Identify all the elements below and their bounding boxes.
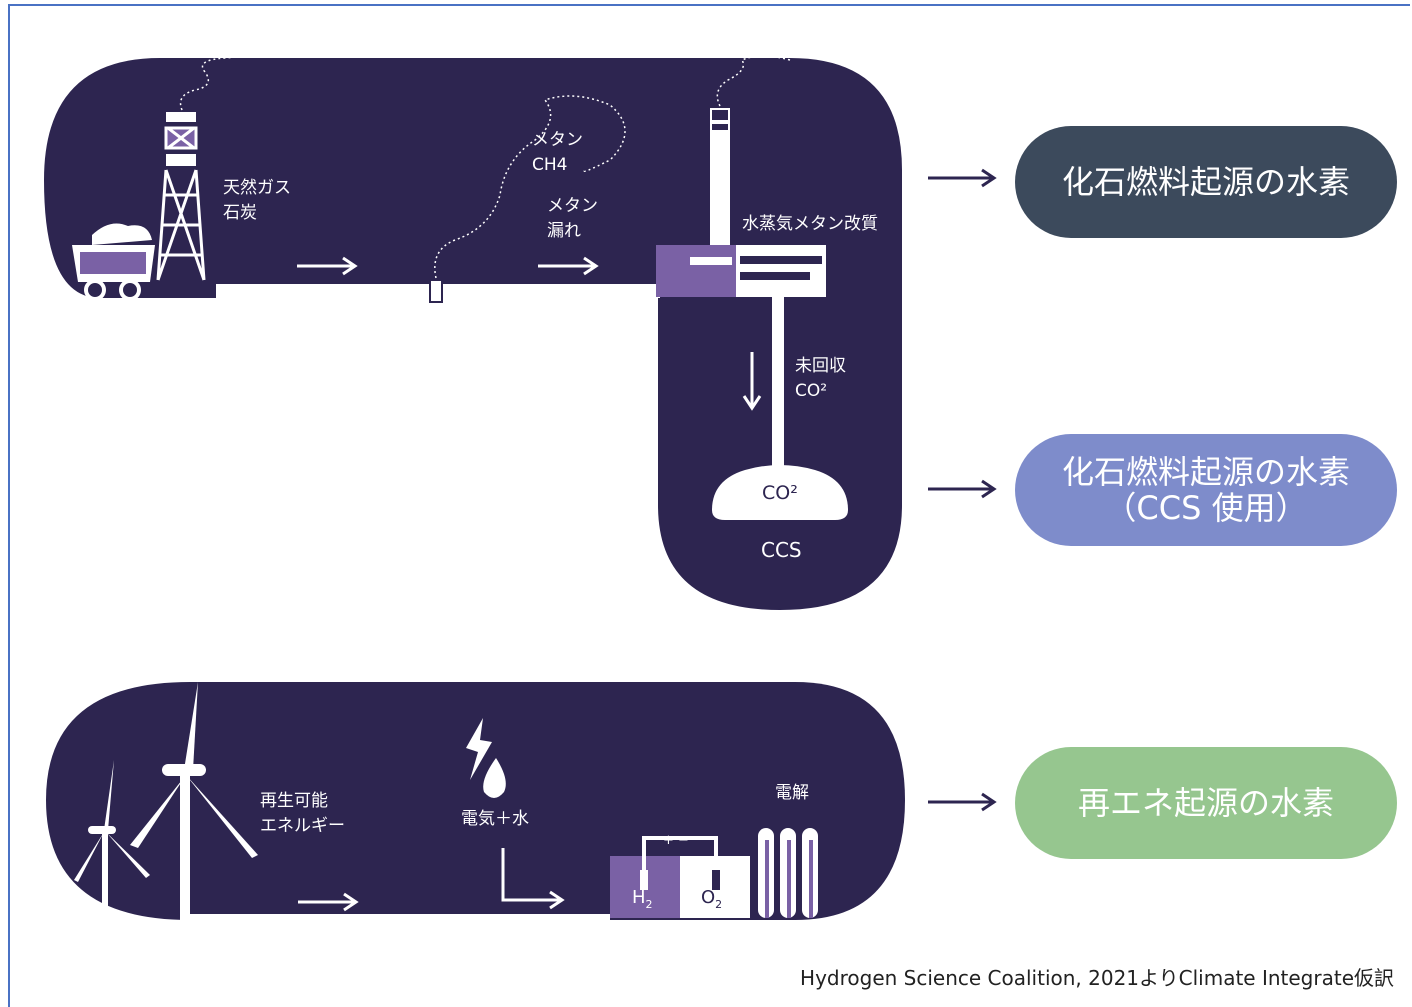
fossil-background <box>44 58 902 610</box>
flow-arrows-bottom <box>298 848 565 912</box>
leak-label: メタン 漏れ <box>547 196 598 241</box>
outcome-ccs-pill: 化石燃料起源の水素 （CCS 使用） <box>1015 434 1397 546</box>
page-frame <box>8 4 1410 1007</box>
co2-pipe <box>772 297 784 467</box>
outcome-arrows <box>928 168 997 812</box>
flow-arrows-top <box>297 256 762 411</box>
power-line <box>190 914 610 920</box>
leak-smoke <box>434 95 626 279</box>
o2-label: O2 <box>701 885 722 912</box>
electrolysis-label: 電解 <box>775 783 809 803</box>
wind-turbine-icon <box>74 682 258 920</box>
ccs-label: CCS <box>761 538 802 562</box>
h2-subscript: 2 <box>645 898 653 911</box>
outcome-fossil-pill: 化石燃料起源の水素 <box>1015 126 1397 238</box>
h2-label: H2 <box>632 885 653 912</box>
drilling-tower-icon <box>156 112 206 281</box>
o2-subscript: 2 <box>715 898 723 911</box>
h2-symbol: H <box>632 887 646 908</box>
o2-symbol: O <box>701 887 716 908</box>
renewable-label: 再生可能 エネルギー <box>260 791 345 836</box>
coal-cart-icon <box>72 223 155 301</box>
source-credit: Hydrogen Science Coalition, 2021よりClimat… <box>800 966 1394 990</box>
smr-label: 水蒸気メタン改質 <box>742 214 878 234</box>
methane-label: メタン CH4 <box>532 130 583 175</box>
ccs-co2-label: CO² <box>762 482 798 504</box>
plus-minus-label: + − <box>663 833 689 848</box>
input-label: 電気＋水 <box>461 809 529 829</box>
electricity-water-icon <box>466 718 506 798</box>
electrolysis-tank-icon <box>610 828 818 918</box>
smr-factory-icon <box>656 108 826 297</box>
uncaptured-co2-label: 未回収 CO² <box>795 356 846 401</box>
ccs-storage <box>712 465 848 520</box>
outcome-renewable-pill: 再エネ起源の水素 <box>1015 747 1397 859</box>
source-label: 天然ガス 石炭 <box>223 178 291 223</box>
